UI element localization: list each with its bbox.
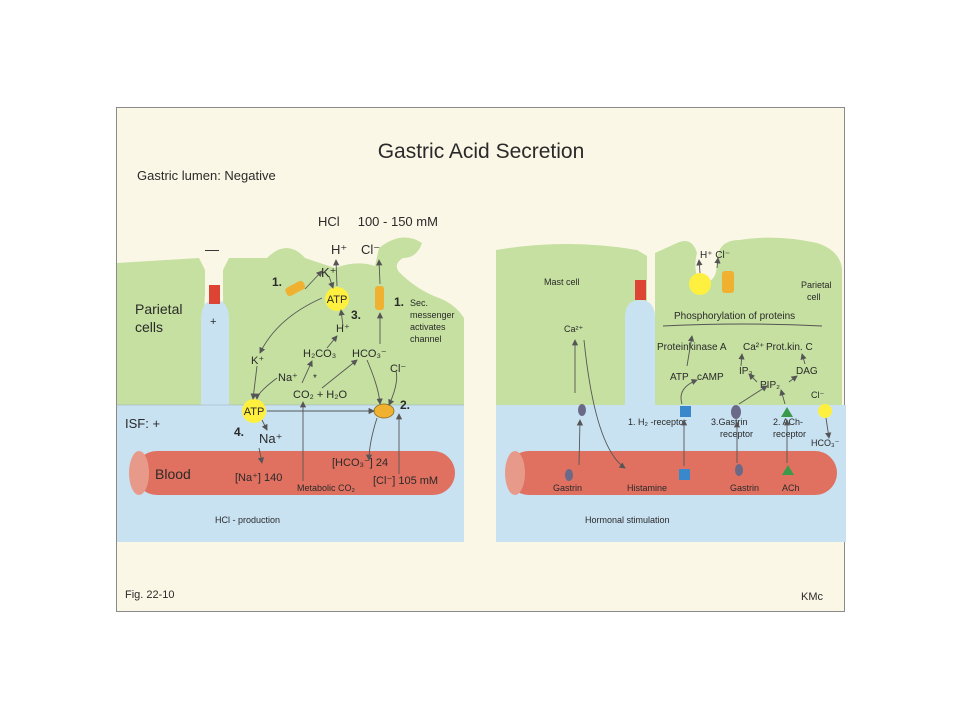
camp-right: cAMP xyxy=(697,372,724,383)
k-channel xyxy=(285,280,306,297)
blood-gastrin-left: Gastrin xyxy=(553,483,582,493)
sec-messenger-4: channel xyxy=(410,334,442,344)
blood-na: [Na⁺] 140 xyxy=(235,472,282,484)
isf-label: ISF: + xyxy=(125,416,160,431)
right-mast-cell xyxy=(496,244,647,405)
blood-metabolic: Metabolic CO₂ xyxy=(297,483,356,493)
plus-sign: + xyxy=(210,316,216,328)
lumen-label: Gastric lumen: Negative xyxy=(137,168,276,183)
parietal-cells-line1: Parietal xyxy=(135,301,182,317)
prot-kin-c: Prot.kin. C xyxy=(766,342,813,353)
cl-channel xyxy=(375,286,384,310)
h2-receptor-icon xyxy=(680,406,691,417)
dag-right: DAG xyxy=(796,366,818,377)
hco3-mid: HCO₃⁻ xyxy=(352,348,387,360)
pip2-right: PIP₂ xyxy=(760,380,780,391)
ach-receptor-label-2: receptor xyxy=(773,429,806,439)
right-cl-channel xyxy=(722,271,734,293)
lumen-cl-minus: Cl⁻ xyxy=(361,242,380,257)
lumen-channel xyxy=(209,285,220,304)
atp-pump-bottom-label: ATP xyxy=(244,406,265,418)
lumen-minus: — xyxy=(205,241,219,257)
gastrin-receptor-label-1: 3.Gastrin xyxy=(711,417,748,427)
cl-hco3-exchanger xyxy=(373,403,395,419)
right-canaliculus xyxy=(625,300,655,405)
ach-icon xyxy=(782,465,794,475)
atp-pump-bottom xyxy=(242,399,266,423)
gastrin-receptor-icon xyxy=(731,405,741,419)
left-blood-vessel xyxy=(135,451,455,495)
na-plus-mid: Na⁺ xyxy=(278,372,298,384)
diagram-canvas: Gastric Acid Secretion Gastric lumen: Ne… xyxy=(117,140,846,603)
author: KMc xyxy=(801,591,824,603)
cl-right: Cl⁻ xyxy=(390,363,406,375)
cl-right-panel: Cl⁻ xyxy=(811,390,824,400)
blood-ach: ACh xyxy=(782,483,800,493)
right-panel: Mast cell Parietal cell H⁺ Cl⁻ Ca²⁺ Phos… xyxy=(496,237,846,542)
right-parietal-label-2: cell xyxy=(807,292,821,302)
right-arrows xyxy=(571,257,832,469)
star-mark: * xyxy=(313,373,317,384)
right-parietal-cell xyxy=(655,237,842,405)
ip3-right: IP₃ xyxy=(739,366,753,377)
step-1-left: 1. xyxy=(272,275,282,289)
left-canaliculus xyxy=(201,300,229,405)
right-caption: Hormonal stimulation xyxy=(585,515,670,525)
right-parietal-label-1: Parietal xyxy=(801,280,832,290)
blood-histamine: Histamine xyxy=(627,483,667,493)
atp-pump-top xyxy=(325,287,349,311)
step-2: 2. xyxy=(400,398,410,412)
mast-receptor-icon xyxy=(578,404,586,416)
atp-right: ATP xyxy=(670,372,689,383)
h2-receptor-label: 1. H₂ -receptor xyxy=(628,417,687,427)
fig-label: Fig. 22-10 xyxy=(125,589,175,601)
sec-messenger-1: Sec. xyxy=(410,298,428,308)
diagram-title: Gastric Acid Secretion xyxy=(378,140,585,163)
k-plus-left: K⁺ xyxy=(251,355,264,367)
cl-hco3-exchanger-right xyxy=(818,404,832,418)
right-blood-vessel xyxy=(507,451,837,495)
blood-cl: [Cl⁻] 105 mM xyxy=(373,475,438,487)
left-arrows xyxy=(250,259,403,481)
ach-receptor-label-1: 2. ACh- xyxy=(773,417,803,427)
co2-h2o: CO₂ + H₂O xyxy=(293,389,348,401)
gastrin-left-icon xyxy=(565,469,573,481)
left-panel: — + Parietal cells H⁺ Cl⁻ K⁺ ATP 1. 1. S… xyxy=(117,237,464,542)
figure-frame: Gastric Acid Secretion Gastric lumen: Ne… xyxy=(116,107,846,612)
sec-messenger-3: activates xyxy=(410,322,446,332)
sec-messenger-2: messenger xyxy=(410,310,455,320)
left-caption: HCl - production xyxy=(215,515,280,525)
hco3-right-panel: HCO₃⁻ xyxy=(811,438,840,448)
blood-gastrin-right: Gastrin xyxy=(730,483,759,493)
lumen-h-plus: H⁺ xyxy=(331,242,347,257)
right-lumen-channel xyxy=(635,280,646,300)
mast-cell-label: Mast cell xyxy=(544,277,580,287)
na-plus-bottom: Na⁺ xyxy=(259,431,282,446)
ca-mid: Ca²⁺ xyxy=(743,342,764,353)
gastrin-receptor-label-2: receptor xyxy=(720,429,753,439)
proteinkinase-a: Proteinkinase A xyxy=(657,342,727,353)
right-pump xyxy=(689,273,711,295)
hcl-concentration: HCl 100 - 150 mM xyxy=(318,214,438,229)
parietal-cells-line2: cells xyxy=(135,319,163,335)
ca-mast: Ca²⁺ xyxy=(564,324,584,334)
gastrin-right-icon xyxy=(735,464,743,476)
h-plus-mid: H⁺ xyxy=(336,323,350,335)
step-1-right: 1. xyxy=(394,295,404,309)
h2co3: H₂CO₃ xyxy=(303,348,336,360)
ach-receptor-icon xyxy=(781,407,793,417)
blood-label: Blood xyxy=(155,466,191,482)
k-plus-top: K⁺ xyxy=(321,265,337,280)
blood-hco3: [HCO₃⁻] 24 xyxy=(332,457,388,469)
histamine-icon xyxy=(679,469,690,480)
step-4: 4. xyxy=(234,425,244,439)
atp-pump-top-label: ATP xyxy=(327,294,348,306)
phosphorylation-label: Phosphorylation of proteins xyxy=(674,311,795,322)
step-3: 3. xyxy=(351,308,361,322)
right-hcl-top: H⁺ Cl⁻ xyxy=(700,250,730,261)
